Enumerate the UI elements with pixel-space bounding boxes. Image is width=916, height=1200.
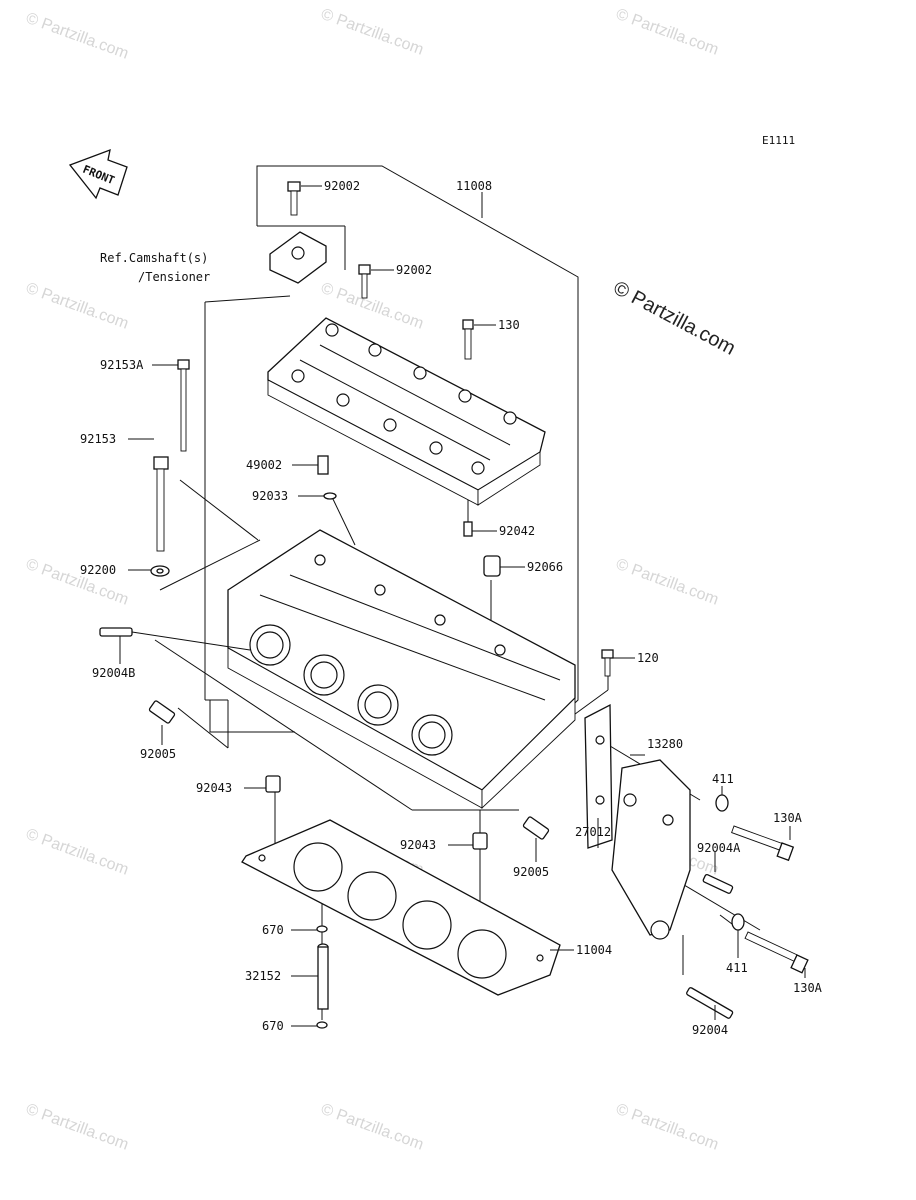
watermark-text: © Partzilla.com xyxy=(24,1101,131,1154)
part-label-92153: 92153 xyxy=(80,432,116,446)
part-label-92153A: 92153A xyxy=(100,358,144,372)
part-label-32152: 32152 xyxy=(245,969,281,983)
fitting-92005-left xyxy=(148,700,176,724)
part-label-670: 670 xyxy=(262,1019,284,1033)
bolt-130 xyxy=(462,319,474,360)
washer-411-upper xyxy=(715,794,729,812)
watermark-text: © Partzilla.com xyxy=(24,280,131,333)
o-ring-670-top xyxy=(316,925,328,933)
part-label-92043: 92043 xyxy=(196,781,232,795)
part-label-92002: 92002 xyxy=(396,263,432,277)
stud-92004A xyxy=(702,874,734,894)
part-label-92004: 92004 xyxy=(692,1023,728,1037)
stud-92153 xyxy=(153,456,169,552)
cap-92066 xyxy=(483,555,501,577)
part-labels: 11008 92002 92002 130 92153A 92153 49002… xyxy=(80,179,823,1037)
part-label-92004B: 92004B xyxy=(92,666,135,680)
part-label-11008: 11008 xyxy=(456,179,492,193)
dowel-92043-left xyxy=(265,775,281,793)
watermark-text: © Partzilla.com xyxy=(614,6,721,59)
dowel-92043-right xyxy=(472,832,488,850)
part-label-49002: 49002 xyxy=(246,458,282,472)
washer-92200 xyxy=(150,565,170,577)
part-label-92005: 92005 xyxy=(513,865,549,879)
bolt-120 xyxy=(601,649,614,677)
fitting-92005-right xyxy=(522,816,550,840)
part-label-92042: 92042 xyxy=(499,524,535,538)
bolt-92002-upper xyxy=(287,181,301,216)
watermark-text: © Partzilla.com xyxy=(614,1101,721,1154)
watermark-text: © Partzilla.com xyxy=(319,1101,426,1154)
stud-92004 xyxy=(686,987,734,1019)
watermark-text: © Partzilla.com xyxy=(24,10,131,63)
part-label-130: 130 xyxy=(498,318,520,332)
head-gasket xyxy=(241,819,561,996)
watermark-text: © Partzilla.com xyxy=(24,826,131,879)
ref-tensioner-label: /Tensioner xyxy=(138,270,210,284)
ref-camshaft-label: Ref.Camshaft(s) xyxy=(100,251,208,265)
part-label-92200: 92200 xyxy=(80,563,116,577)
part-label-411: 411 xyxy=(712,772,734,786)
pipe-32152 xyxy=(317,943,329,1010)
part-label-130A: 130A xyxy=(773,811,803,825)
lifter-49002 xyxy=(317,455,329,475)
part-label-411: 411 xyxy=(726,961,748,975)
part-label-92043: 92043 xyxy=(400,838,436,852)
bolt-130A-upper xyxy=(731,825,795,862)
camshaft-holder xyxy=(267,317,546,506)
stud-92153A xyxy=(177,359,190,452)
part-label-92033: 92033 xyxy=(252,489,288,503)
o-ring-670-bottom xyxy=(316,1021,328,1029)
part-label-92066: 92066 xyxy=(527,560,563,574)
bracket-13280 xyxy=(611,759,691,940)
o-ring-92033 xyxy=(323,492,337,500)
part-label-13280: 13280 xyxy=(647,737,683,751)
front-arrow-icon: FRONT xyxy=(68,148,128,200)
stud-92004B xyxy=(99,627,133,637)
part-label-92004A: 92004A xyxy=(697,841,741,855)
dowel-92042 xyxy=(463,521,473,537)
watermark-text: © Partzilla.com xyxy=(319,6,426,59)
bolt-130A-lower xyxy=(744,931,809,974)
part-label-130A: 130A xyxy=(793,981,823,995)
washer-411-lower xyxy=(731,913,745,931)
part-label-92005: 92005 xyxy=(140,747,176,761)
diagram-code: E1111 xyxy=(762,134,795,147)
bolt-92002-lower xyxy=(358,264,371,299)
plate-27012 xyxy=(584,703,613,849)
tensioner-bracket xyxy=(269,231,327,284)
part-label-27012: 27012 xyxy=(575,825,611,839)
watermark-text: © Partzilla.com xyxy=(614,556,721,609)
part-label-120: 120 xyxy=(637,651,659,665)
cylinder-head xyxy=(227,529,576,810)
part-label-670: 670 xyxy=(262,923,284,937)
part-label-11004: 11004 xyxy=(576,943,612,957)
leader-lines xyxy=(119,185,806,1027)
part-label-92002: 92002 xyxy=(324,179,360,193)
watermark-main-text: © Partzilla.com xyxy=(610,277,739,360)
